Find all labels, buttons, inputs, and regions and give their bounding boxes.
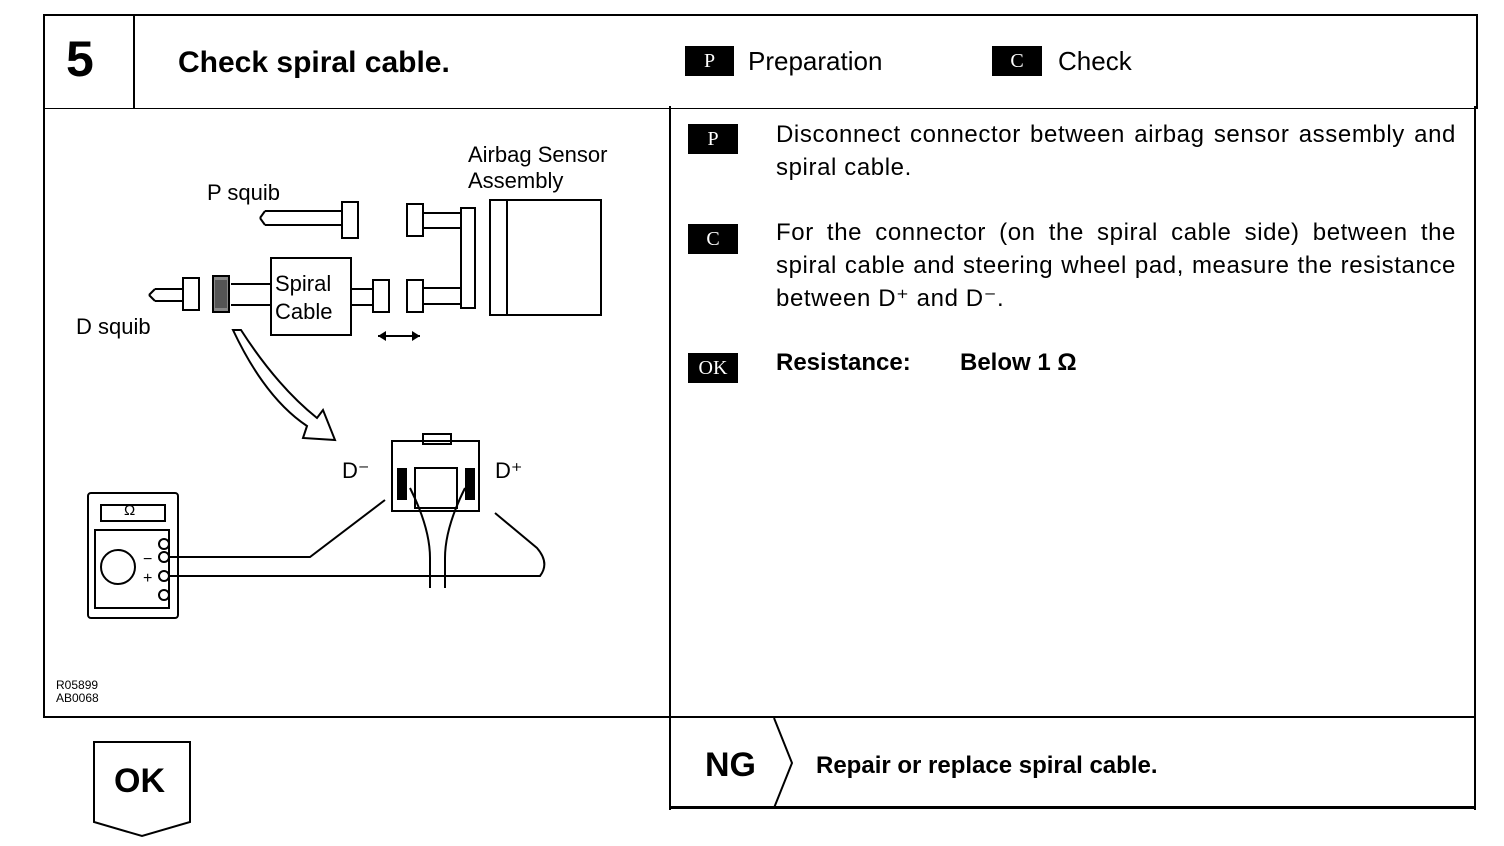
multimeter-body (87, 492, 179, 619)
spiral-cable-box (270, 257, 352, 336)
figure-ref-code-1: R05899 (56, 678, 99, 692)
legend-preparation-label: Preparation (748, 46, 883, 76)
ng-action: Repair or replace spiral cable. (816, 752, 1158, 779)
label-cable: Cable (275, 299, 333, 324)
column-divider (669, 106, 671, 810)
airbag-sensor-body (489, 199, 602, 316)
ok-branch-label: OK (114, 762, 165, 800)
resistance-value: Below 1 Ω (960, 349, 1077, 376)
label-airbag-sensor: Airbag Sensor (468, 142, 608, 167)
ng-bottom-border (669, 806, 1476, 809)
pad-connector (391, 440, 480, 512)
resistance-label: Resistance: (776, 349, 911, 376)
figure-ref-code-2: AB0068 (56, 691, 99, 705)
ng-label: NG (705, 746, 756, 784)
step-number: 5 (66, 31, 94, 87)
body-bottom-border (43, 716, 671, 718)
step-check-text: For the connector (on the spiral cable s… (776, 219, 1456, 312)
header-frame (43, 14, 1478, 109)
label-d-plus: D⁺ (495, 458, 523, 483)
ng-top-border (669, 716, 1476, 718)
step-preparation-text: Disconnect connector between airbag sens… (776, 121, 1456, 181)
multimeter-ohm-symbol: Ω (124, 502, 136, 519)
label-p-squib: P squib (207, 180, 280, 205)
body-left-border (43, 106, 45, 718)
step-number-divider (133, 14, 135, 108)
legend-check-label: Check (1058, 46, 1132, 76)
sensor-connector-plate (460, 207, 476, 309)
legend-preparation-tag: P (685, 46, 734, 76)
multimeter-minus: − (143, 551, 153, 568)
legend-check-tag: C (992, 46, 1042, 76)
label-d-minus: D⁻ (342, 458, 370, 483)
step-ok-tag: OK (688, 353, 738, 383)
step-check-tag: C (688, 224, 738, 254)
ng-chevron (773, 718, 794, 808)
step-preparation-tag: P (688, 124, 738, 154)
label-spiral: Spiral (275, 271, 332, 296)
multimeter-plus: + (143, 570, 153, 587)
ok-arrow (93, 741, 191, 838)
body-right-border (1474, 106, 1476, 810)
spiral-cable-diagram (87, 199, 602, 619)
step-title: Check spiral cable. (178, 46, 450, 79)
label-assembly: Assembly (468, 168, 564, 193)
label-d-squib: D squib (76, 314, 151, 339)
